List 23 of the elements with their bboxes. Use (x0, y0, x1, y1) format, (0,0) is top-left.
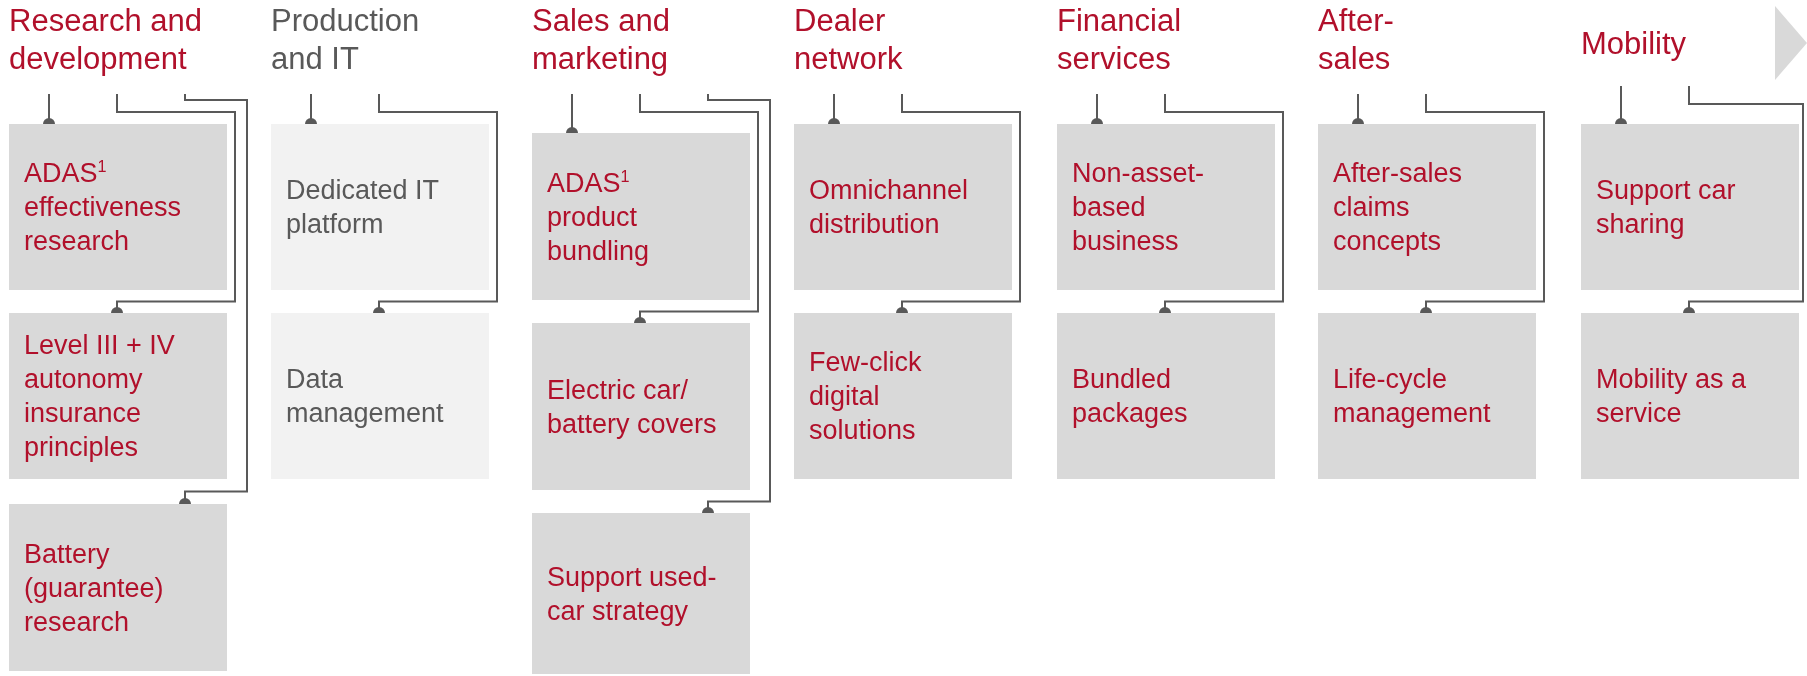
column-heading: Dealer network (794, 0, 994, 94)
topic-box: Mobility as a service (1581, 313, 1799, 479)
topic-box: ADAS$^{1}$ product bundling (532, 133, 750, 300)
column-heading: After-sales (1318, 0, 1408, 94)
topic-box: Omnichannel distribution (794, 124, 1012, 290)
topic-box: Life-cycle management (1318, 313, 1536, 479)
column-heading: Production and IT (271, 0, 471, 94)
topic-box: Non-asset-based business (1057, 124, 1275, 290)
column-heading: Sales and marketing (532, 0, 732, 94)
column-heading: Financial services (1057, 0, 1257, 94)
topic-box: Electric car/ battery covers (532, 323, 750, 490)
topic-box: Dedicated IT platform (271, 124, 489, 290)
topic-box: Data management (271, 313, 489, 479)
topic-box: Few-click digital solutions (794, 313, 1012, 479)
topic-box: Level III + IV autonomy insurance principles (9, 313, 227, 479)
topic-box: Support used-car strategy (532, 513, 750, 674)
topic-box: After-sales claims concepts (1318, 124, 1536, 290)
topic-box: Bundled packages (1057, 313, 1275, 479)
column-heading: Research and development (9, 0, 249, 94)
topic-box: ADAS$^{1}$ effectiveness research (9, 124, 227, 290)
column-heading: Mobility (1581, 0, 1781, 86)
topic-box: Battery (guarantee) research (9, 504, 227, 671)
topic-box: Support car sharing (1581, 124, 1799, 290)
